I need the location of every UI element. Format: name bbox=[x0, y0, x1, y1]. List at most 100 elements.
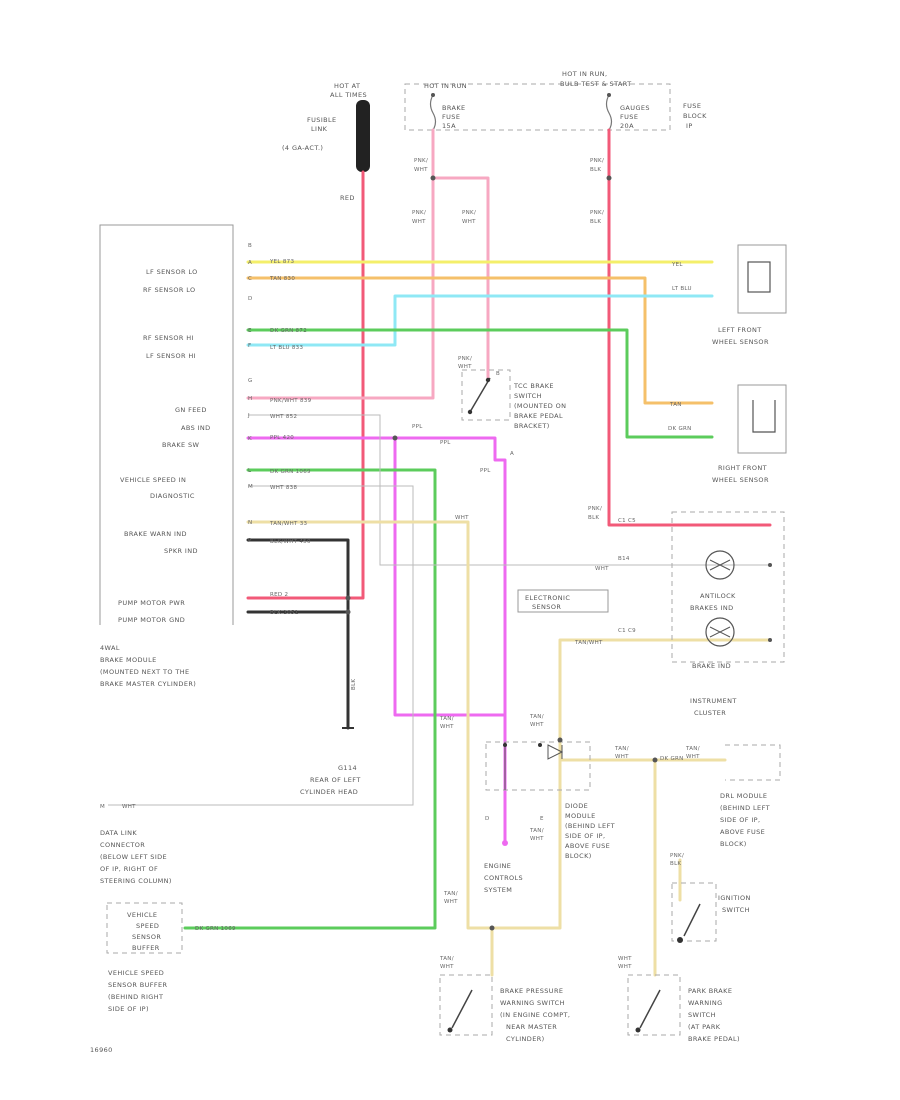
cluster-label-2: CLUSTER bbox=[694, 709, 726, 717]
tanwht-tag-n: TAN/ bbox=[439, 956, 454, 962]
diode-pin-e: E bbox=[540, 816, 544, 822]
pbws-label-4: (AT PARK bbox=[688, 1023, 721, 1031]
splice bbox=[430, 175, 436, 181]
cluster-label-1: INSTRUMENT bbox=[690, 697, 737, 705]
fusible-link-group: HOT AT ALL TIMES FUSIBLE LINK (4 GA-ACT.… bbox=[282, 82, 370, 202]
tcc-label-5: BRACKET) bbox=[514, 422, 550, 430]
drl-label-4: ABOVE FUSE bbox=[720, 828, 765, 836]
tanwht-tag-d: TAN/ bbox=[529, 714, 544, 720]
fuse-block-outline bbox=[404, 83, 671, 131]
left-front-wheel-sensor: YEL LT BLU LEFT FRONT WHEEL SENSOR bbox=[671, 244, 787, 346]
diode-module-outline bbox=[485, 741, 591, 791]
splice bbox=[345, 595, 351, 601]
splice bbox=[392, 435, 398, 441]
drl-module: DRL MODULE (BEHIND LEFT SIDE OF IP, ABOV… bbox=[720, 744, 781, 848]
ebcm-pin-letter: E bbox=[248, 328, 252, 334]
splice bbox=[489, 925, 495, 931]
ebcm-pump-gnd: PUMP MOTOR GND bbox=[118, 616, 185, 624]
tag-pnk-wht-3a: PNK/ bbox=[462, 210, 476, 216]
wht-838-wire bbox=[108, 485, 414, 806]
tan-wire bbox=[246, 276, 714, 405]
vss-label-2: SPEED bbox=[136, 922, 159, 930]
ebcm-desc-4: BRAKE MASTER CYLINDER) bbox=[100, 680, 196, 688]
drl-label-1: DRL MODULE bbox=[720, 792, 767, 800]
instrument-cluster: ELECTRONIC SENSOR C1 C5 B14 C1 C9 WHT TA… bbox=[517, 511, 785, 717]
splice bbox=[606, 175, 612, 181]
tcc-contact bbox=[485, 377, 491, 383]
diode-label-1: DIODE bbox=[565, 802, 588, 810]
rf-sensor-coil bbox=[752, 400, 776, 433]
tanwht-tag-o: WHT bbox=[440, 964, 454, 970]
bpws-label-1: BRAKE PRESSURE bbox=[500, 987, 563, 995]
tanwht-tag-m: WHT bbox=[444, 899, 458, 905]
tag-pnk-blk-3b: BLK bbox=[588, 515, 599, 521]
rf-sensor-box bbox=[737, 384, 787, 454]
ebcm-pin-letter: N bbox=[248, 520, 252, 526]
fusible-link bbox=[356, 100, 370, 172]
fusible-label-3: (4 GA-ACT.) bbox=[282, 144, 323, 152]
label-tanwht-33: TAN/WHT 33 bbox=[269, 521, 308, 527]
ebcm-pin-letter: F bbox=[248, 343, 251, 349]
dlc-label-5: STEERING COLUMN) bbox=[100, 877, 172, 885]
pbws-label-2: WARNING bbox=[688, 999, 723, 1007]
pbws-contact bbox=[635, 1027, 641, 1033]
drl-label-5: BLOCK) bbox=[720, 840, 747, 848]
cluster-pin-2: B14 bbox=[618, 556, 630, 562]
tag-pnk-wht-1b: WHT bbox=[414, 167, 428, 173]
label-blk-ground: BLK bbox=[351, 679, 357, 690]
tanwht-tag-e: WHT bbox=[530, 722, 544, 728]
tanwht-tag-h: TAN/ bbox=[685, 746, 700, 752]
diode-label-3: (BEHIND LEFT bbox=[565, 822, 615, 830]
tcc-tag-b: WHT bbox=[458, 364, 472, 370]
wires bbox=[108, 128, 772, 977]
ign-switch-blade bbox=[683, 903, 701, 937]
vss-desc-1: VEHICLE SPEED bbox=[108, 969, 164, 977]
ebcm-pin-letter: L bbox=[248, 468, 252, 474]
ground-label-3: CYLINDER HEAD bbox=[300, 788, 358, 796]
drl-dkgrn-tag: DK GRN bbox=[660, 756, 684, 762]
ground-g114: G114 REAR OF LEFT CYLINDER HEAD bbox=[300, 727, 360, 796]
brake-fuse-label-1: BRAKE bbox=[442, 104, 466, 112]
tag-pnk-wht-2a: PNK/ bbox=[412, 210, 426, 216]
label-red-2: RED 2 bbox=[270, 592, 288, 598]
label-ppl-420: PPL 420 bbox=[270, 435, 294, 441]
label-ltblu-833: LT BLU 833 bbox=[270, 345, 303, 351]
lf-sensor-coil bbox=[747, 261, 771, 293]
antilock-label-2: BRAKES IND bbox=[690, 604, 734, 612]
ebcm-desc-2: BRAKE MODULE bbox=[100, 656, 157, 664]
vss-desc-4: SIDE OF IP) bbox=[108, 1005, 149, 1013]
ebcm-brake-sw: BRAKE SW bbox=[162, 441, 200, 449]
ppl-wire bbox=[246, 436, 507, 845]
diode-terminal bbox=[538, 743, 542, 747]
cluster-pin-1: C1 C5 bbox=[618, 518, 636, 524]
diode-label-6: BLOCK) bbox=[565, 852, 592, 860]
electronic-label-1: ELECTRONIC bbox=[525, 594, 570, 602]
lt-blu-wire bbox=[246, 294, 714, 347]
pbws-label-3: SWITCH bbox=[688, 1011, 716, 1019]
fuse-terminal bbox=[607, 93, 611, 97]
ppl-tag-b: PPL bbox=[440, 440, 451, 446]
label-wht-852: WHT 852 bbox=[270, 414, 297, 420]
pbws-label-1: PARK BRAKE bbox=[688, 987, 732, 995]
ebcm-pin-letter: M bbox=[248, 484, 253, 490]
vss-label-4: BUFFER bbox=[132, 944, 160, 952]
tag-pnk-wht-2b: WHT bbox=[412, 219, 426, 225]
ebcm-rf-hi: RF SENSOR HI bbox=[143, 334, 194, 342]
footer-code: 16960 bbox=[90, 1046, 113, 1054]
brake-fuse-label-2: FUSE bbox=[442, 113, 460, 121]
brake-fuse-symbol bbox=[429, 94, 437, 131]
brake-ind-label: BRAKE IND bbox=[692, 662, 731, 670]
diode-symbol bbox=[504, 742, 564, 790]
drl-outline bbox=[725, 744, 781, 781]
splice bbox=[557, 737, 563, 743]
gauges-fuse-symbol bbox=[605, 94, 613, 131]
label-dkgrn-1069: DK GRN 1069 bbox=[270, 469, 311, 475]
ign-contact bbox=[677, 937, 683, 943]
dlc-label-1: DATA LINK bbox=[100, 829, 137, 837]
splice bbox=[768, 563, 772, 567]
fuse-output-tags: PNK/ WHT PNK/ WHT PNK/ WHT PNK/ BLK PNK/… bbox=[412, 158, 604, 521]
ebcm-pin-letter: H bbox=[248, 396, 252, 402]
label-blkwht-450: BLK/WHT 450 bbox=[270, 539, 311, 545]
vss-label-3: SENSOR bbox=[132, 933, 161, 941]
ebcm-lf-hi: LF SENSOR HI bbox=[146, 352, 196, 360]
